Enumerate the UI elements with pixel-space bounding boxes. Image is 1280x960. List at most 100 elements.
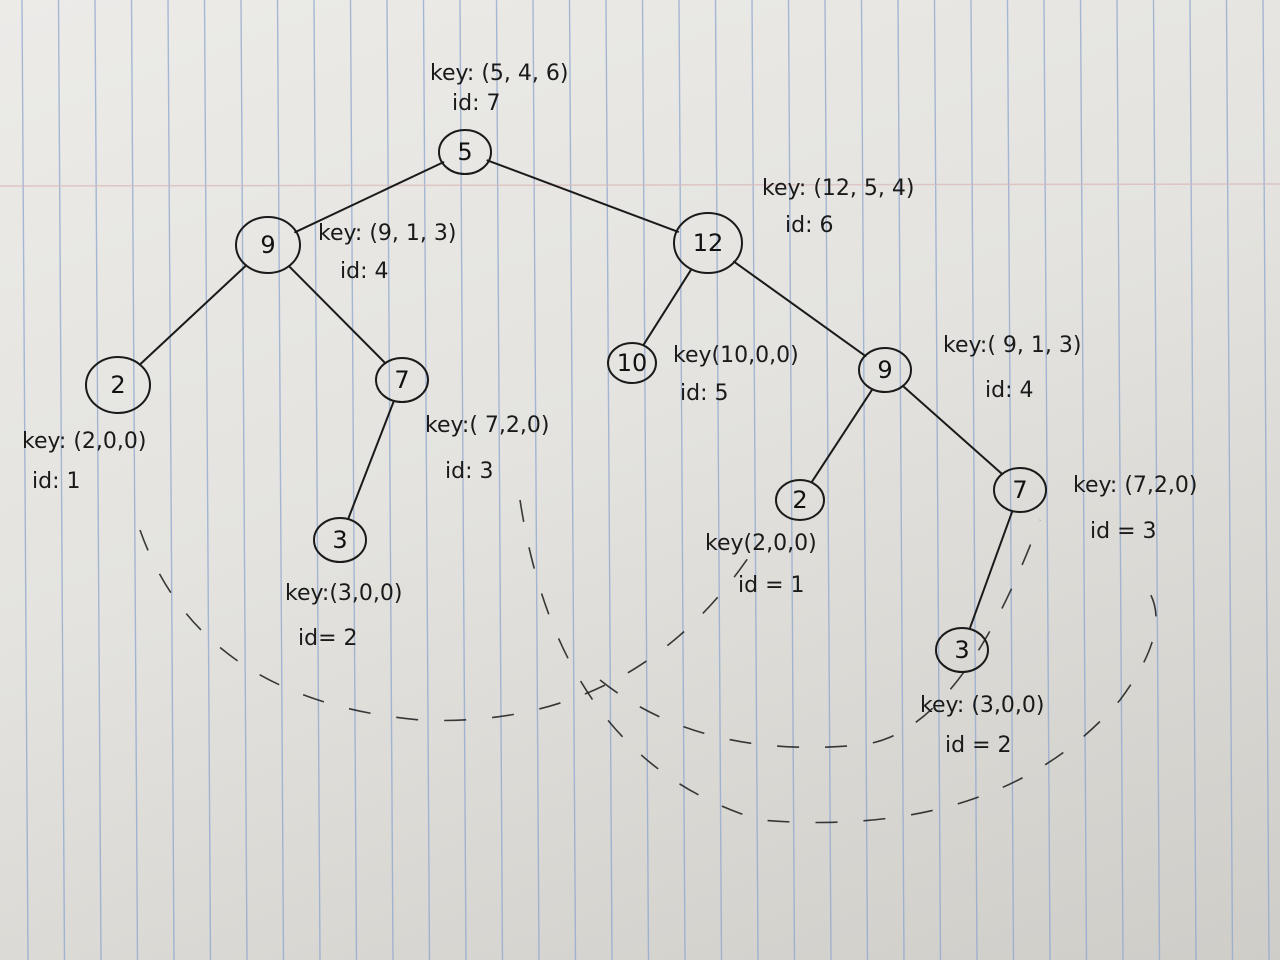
node-value: 3: [332, 526, 347, 554]
rule-line: [495, 0, 504, 960]
tree-edges: [138, 159, 1013, 629]
rule-line: [1116, 0, 1124, 960]
rule-line: [21, 0, 29, 960]
node-key-label: key: (7,2,0): [1073, 473, 1197, 498]
tree-node: 7 key: (7,2,0) id = 3: [993, 467, 1197, 544]
node-circle: [775, 479, 825, 521]
tree-edge: [486, 159, 680, 233]
node-value: 9: [877, 356, 892, 384]
node-key-label: key:( 9, 1, 3): [943, 333, 1081, 358]
node-id-label: id: 4: [985, 378, 1033, 403]
node-circle: [993, 467, 1047, 513]
node-circle: [673, 212, 743, 274]
node-id-label: id = 1: [738, 573, 805, 598]
tree-nodes: 5 key: (5, 4, 6) id: 7 9 key: (9, 1, 3) id: 4…: [22, 61, 1197, 758]
node-key-label: key: (2,0,0): [22, 429, 146, 454]
node-circle: [375, 357, 429, 403]
node-circle: [85, 356, 151, 414]
dashed-arc: [519, 499, 1157, 824]
rule-line: [1043, 0, 1051, 960]
node-id-label: id = 2: [945, 733, 1012, 758]
dashed-arcs: [139, 499, 1157, 824]
tree-edge: [732, 260, 867, 358]
tree-node: 2 key(2,0,0) id = 1: [705, 479, 825, 598]
node-circle: [313, 517, 367, 563]
node-id-label: id: 3: [445, 459, 493, 484]
dashed-arc: [139, 529, 761, 722]
tree-node: 2 key: (2,0,0) id: 1: [22, 356, 151, 494]
dashed-arc: [599, 519, 1041, 749]
tree-node: 9 key:( 9, 1, 3) id: 4: [858, 333, 1081, 403]
node-key-label: key:( 7,2,0): [425, 413, 549, 438]
rule-line: [1262, 0, 1270, 960]
tree-edge: [288, 265, 387, 364]
rule-line: [240, 0, 248, 960]
tree-node: 3 key:(3,0,0) id= 2: [285, 517, 402, 651]
rule-line: [751, 0, 759, 960]
node-id-label: id = 3: [1090, 519, 1157, 544]
node-circle: [235, 216, 301, 274]
rule-line: [970, 0, 978, 960]
node-id-label: id: 1: [32, 469, 80, 494]
rule-line: [313, 0, 321, 960]
rule-line: [1006, 0, 1015, 960]
rule-line: [203, 0, 212, 960]
node-id-label: id: 5: [680, 381, 728, 406]
rule-line: [349, 0, 358, 960]
rule-line: [57, 0, 66, 960]
node-key-label: key: (9, 1, 3): [318, 221, 456, 246]
margin-line: [0, 183, 1280, 187]
rule-line: [1189, 0, 1197, 960]
node-circle: [858, 347, 912, 393]
tree-node: 10 key(10,0,0) id: 5: [607, 342, 799, 406]
rule-line: [824, 0, 832, 960]
node-key-label: key(10,0,0): [673, 343, 799, 368]
node-id-label: id: 7: [452, 91, 500, 116]
rule-line: [1152, 0, 1161, 960]
node-value: 7: [1012, 476, 1027, 504]
rule-line: [532, 0, 540, 960]
node-key-label: key:(3,0,0): [285, 581, 402, 606]
tree-edge: [642, 269, 692, 346]
node-circle: [935, 627, 989, 673]
rule-line: [933, 0, 942, 960]
tree-node: 3 key: (3,0,0) id = 2: [920, 627, 1044, 758]
rule-line: [787, 0, 796, 960]
node-circle: [607, 342, 657, 384]
node-value: 2: [792, 486, 807, 514]
node-key-label: key: (3,0,0): [920, 693, 1044, 718]
node-value: 3: [954, 636, 969, 664]
node-id-label: id= 2: [298, 626, 358, 651]
node-key-label: key(2,0,0): [705, 531, 817, 556]
node-key-label: key: (12, 5, 4): [762, 176, 914, 201]
tree-edge: [901, 384, 1004, 476]
node-value: 5: [457, 138, 472, 166]
tree-edge: [138, 264, 248, 366]
rule-line: [605, 0, 613, 960]
rule-line: [459, 0, 467, 960]
rule-line: [386, 0, 394, 960]
rule-line: [94, 0, 102, 960]
tree-edge: [969, 511, 1013, 629]
tree-edge: [294, 161, 445, 234]
node-id-label: id: 4: [340, 259, 388, 284]
rule-line: [130, 0, 139, 960]
node-value: 10: [617, 349, 648, 377]
rule-line: [422, 0, 431, 960]
tree-node: 5 key: (5, 4, 6) id: 7: [430, 61, 568, 175]
rule-line: [276, 0, 285, 960]
node-circle: [438, 129, 492, 175]
rule-line: [860, 0, 869, 960]
rule-line: [897, 0, 905, 960]
node-value: 2: [110, 371, 125, 399]
node-key-label: key: (5, 4, 6): [430, 61, 568, 86]
tree-edge: [347, 401, 395, 519]
rule-line: [1079, 0, 1088, 960]
tree-edge: [811, 389, 873, 483]
